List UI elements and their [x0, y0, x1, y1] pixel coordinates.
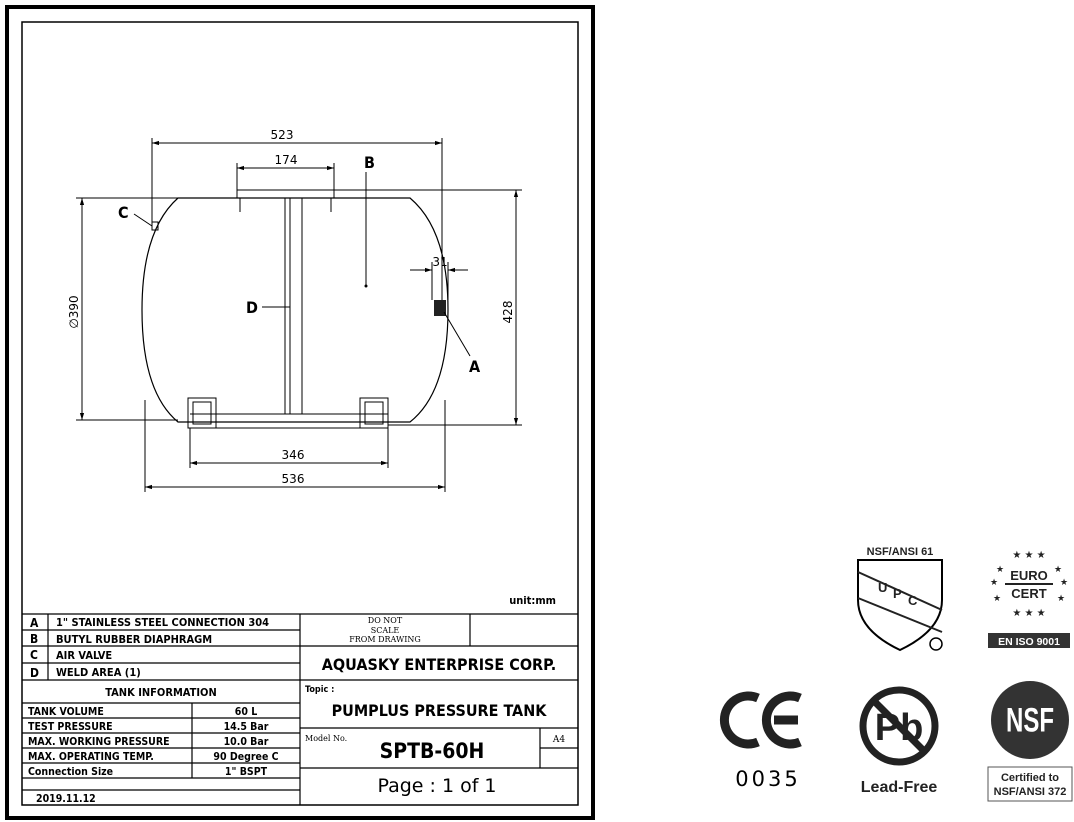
svg-text:EN ISO 9001: EN ISO 9001: [998, 636, 1060, 648]
dim-536: 536: [282, 472, 305, 486]
svg-text:1" STAINLESS STEEL CONNECTION: 1" STAINLESS STEEL CONNECTION 304: [56, 616, 269, 629]
nsf-logo: NSF Certified to NSF/ANSI 372: [987, 681, 1073, 802]
svg-text:MAX. OPERATING TEMP.: MAX. OPERATING TEMP.: [28, 751, 154, 763]
svg-text:FROM DRAWING: FROM DRAWING: [349, 635, 421, 644]
svg-text:U: U: [878, 580, 887, 595]
svg-text:10.0 Bar: 10.0 Bar: [224, 736, 269, 748]
svg-text:P: P: [893, 586, 902, 601]
svg-text:★: ★: [1060, 578, 1068, 588]
dim-346: 346: [282, 448, 305, 462]
svg-text:EURO: EURO: [1010, 568, 1048, 583]
svg-text:★: ★: [1057, 594, 1065, 604]
svg-text:C: C: [30, 648, 38, 662]
svg-text:C: C: [908, 593, 918, 608]
tank-drawing: [76, 138, 522, 492]
svg-text:Model No.: Model No.: [305, 734, 347, 743]
callout-b: B: [364, 153, 375, 172]
svg-text:A4: A4: [552, 735, 565, 745]
svg-text:1" BSPT: 1" BSPT: [225, 766, 268, 778]
outer-frame: [5, 5, 595, 820]
svg-text:TANK VOLUME: TANK VOLUME: [28, 706, 104, 718]
lead-free-logo: Pb Lead-Free: [859, 686, 939, 796]
svg-text:NSF/ANSI 61: NSF/ANSI 61: [867, 546, 934, 558]
svg-text:A: A: [30, 616, 39, 630]
svg-text:Certified to: Certified to: [1001, 772, 1059, 784]
svg-text:14.5 Bar: 14.5 Bar: [224, 721, 269, 733]
tank-info-table: TANK INFORMATION TANK VOLUME 60 L TEST PR…: [28, 686, 279, 805]
unit-label: unit:mm: [509, 594, 556, 607]
svg-text:Lead-Free: Lead-Free: [861, 779, 938, 796]
callout-c: C: [118, 203, 129, 222]
svg-text:★: ★: [993, 594, 1001, 604]
svg-text:SCALE: SCALE: [371, 626, 400, 635]
callout-a: A: [469, 357, 481, 376]
svg-text:Connection Size: Connection Size: [28, 766, 113, 778]
ce-logo: CE 0035: [719, 691, 802, 791]
svg-text:TANK INFORMATION: TANK INFORMATION: [105, 686, 217, 699]
svg-text:D: D: [30, 666, 39, 680]
svg-text:90 Degree C: 90 Degree C: [213, 751, 278, 763]
dim-31: 31: [432, 255, 447, 269]
svg-text:TEST PRESSURE: TEST PRESSURE: [28, 721, 113, 733]
dim-diameter-390: ∅390: [67, 295, 81, 328]
svg-text:NSF: NSF: [1006, 701, 1054, 739]
svg-text:MAX. WORKING PRESSURE: MAX. WORKING PRESSURE: [28, 736, 170, 748]
title-block-grid: [22, 613, 578, 805]
svg-text:★: ★: [990, 578, 998, 588]
svg-text:AIR VALVE: AIR VALVE: [56, 649, 112, 662]
svg-text:★: ★: [996, 565, 1004, 575]
svg-text:★: ★: [1054, 565, 1062, 575]
title-block: DO NOT SCALE FROM DRAWING AQUASKY ENTERP…: [305, 616, 565, 797]
parts-list: A 1" STAINLESS STEEL CONNECTION 304 B BUTY…: [30, 616, 269, 680]
svg-text:0035: 0035: [735, 767, 800, 791]
model-number: SPTB-60H: [380, 739, 485, 763]
svg-text:Topic :: Topic :: [305, 685, 334, 695]
svg-text:DO NOT: DO NOT: [368, 616, 403, 625]
svg-text:WELD AREA (1): WELD AREA (1): [56, 666, 141, 679]
svg-text:★ ★ ★: ★ ★ ★: [1012, 608, 1045, 619]
svg-text:B: B: [30, 632, 38, 646]
dim-428: 428: [501, 301, 515, 324]
svg-text:BUTYL RUBBER DIAPHRAGM: BUTYL RUBBER DIAPHRAGM: [56, 633, 212, 646]
drawing-date: 2019.11.12: [36, 793, 96, 805]
svg-text:★ ★ ★: ★ ★ ★: [1012, 550, 1045, 561]
dim-174: 174: [275, 153, 298, 167]
svg-text:CERT: CERT: [1011, 586, 1046, 601]
upc-logo: NSF/ANSI 61 U P C: [857, 546, 943, 652]
page-indicator: Page : 1 of 1: [377, 775, 496, 797]
svg-text:60 L: 60 L: [235, 706, 257, 718]
topic: PUMPLUS PRESSURE TANK: [332, 701, 548, 720]
company-name: AQUASKY ENTERPRISE CORP.: [322, 655, 556, 674]
eurocert-logo: ★ ★ ★ ★ ★ ★ ★ ★ ★ ★ ★ ★ EURO CERT EN ISO 90…: [988, 550, 1070, 648]
callout-d: D: [246, 298, 258, 317]
dim-523: 523: [271, 128, 294, 142]
svg-text:NSF/ANSI 372: NSF/ANSI 372: [994, 786, 1067, 798]
